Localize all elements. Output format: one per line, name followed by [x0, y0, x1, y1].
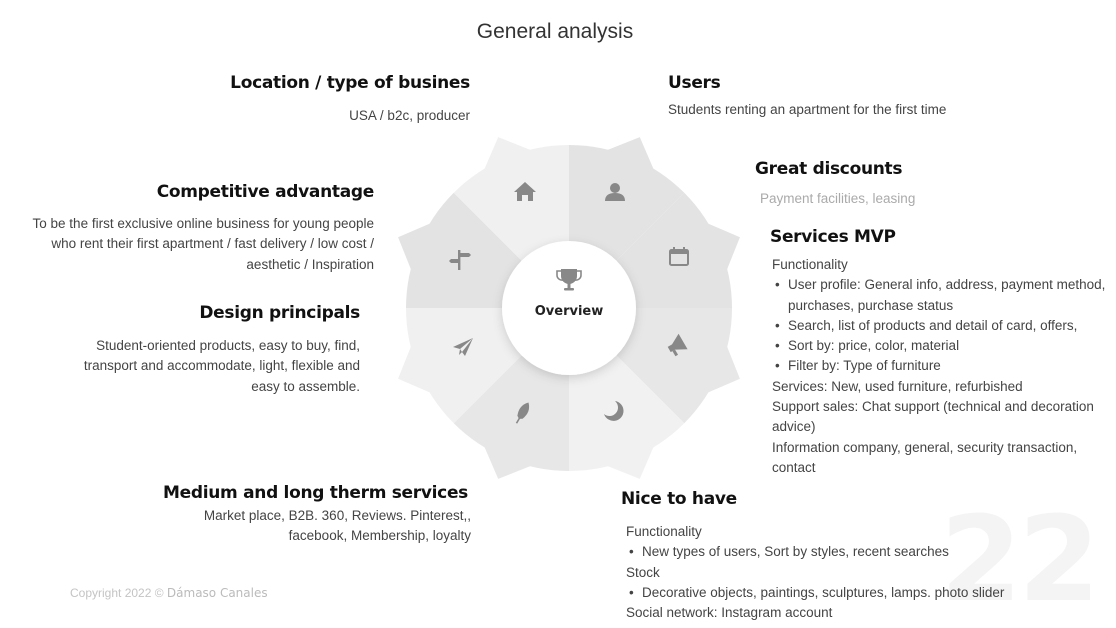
- calendar-icon: [669, 247, 689, 266]
- text-line: easy to assemble.: [251, 378, 360, 394]
- medium-heading: Medium and long therm services: [163, 483, 468, 503]
- nice-bullets: New types of users, Sort by styles, rece…: [626, 542, 1004, 563]
- text-line: Information company, general, security t…: [772, 439, 1078, 475]
- stock-label: Stock: [626, 564, 660, 580]
- discounts-text: Payment facilities, leasing: [760, 191, 916, 206]
- medium-text: Market place, B2B. 360, Reviews. Pintere…: [204, 506, 471, 547]
- page-title: General analysis: [476, 20, 634, 43]
- text-line: Social network: Instagram account: [626, 605, 833, 621]
- functionality-label: Functionality: [626, 524, 702, 539]
- text-line: Services: New, used furniture, refurbish…: [772, 378, 1023, 394]
- functionality-label: Functionality: [772, 257, 848, 272]
- overview-label: Overview: [534, 304, 604, 319]
- text-line: Market place, B2B. 360, Reviews. Pintere…: [203, 508, 471, 523]
- home-icon: [514, 182, 536, 201]
- moon-icon: [604, 401, 624, 421]
- list-item: User profile: General info, address, pay…: [772, 275, 1112, 316]
- signpost-icon: [449, 250, 471, 270]
- text-line: aesthetic / Inspiration: [246, 256, 374, 272]
- services-bullets: User profile: General info, address, pay…: [772, 275, 1112, 377]
- services-heading: Services MVP: [770, 227, 896, 247]
- services-text: Functionality User profile: General info…: [772, 255, 1112, 478]
- nice-bullets: Decorative objects, paintings, sculpture…: [626, 583, 1004, 604]
- text-line: who rent their first apartment / fast de…: [51, 236, 374, 252]
- discounts-heading: Great discounts: [755, 159, 903, 179]
- location-text: USA / b2c, producer: [349, 108, 470, 123]
- location-heading: Location / type of busines: [230, 73, 470, 93]
- center-circle[interactable]: [502, 241, 636, 375]
- list-item: Sort by: price, color, material: [772, 336, 1112, 357]
- list-item: New types of users, Sort by styles, rece…: [626, 542, 1004, 563]
- list-item: Filter by: Type of furniture: [772, 356, 1112, 377]
- user-icon: [605, 183, 625, 201]
- text-line: transport and accommodate, light, flexib…: [83, 358, 360, 374]
- feather-icon: [515, 402, 530, 424]
- design-text: Student-oriented products, easy to buy, …: [84, 336, 360, 397]
- trophy-icon: [556, 269, 582, 291]
- competitive-text: To be the first exclusive online busines…: [33, 214, 374, 275]
- nice-heading: Nice to have: [621, 489, 737, 509]
- paper-plane-icon: [453, 338, 473, 356]
- users-text: Students renting an apartment for the fi…: [668, 102, 947, 117]
- copyright-author: Dámaso Canales: [166, 586, 268, 600]
- nice-text: Functionality New types of users, Sort b…: [626, 522, 1004, 623]
- list-item: Decorative objects, paintings, sculpture…: [626, 583, 1004, 604]
- copyright-prefix: Copyright 2022 ©: [70, 586, 164, 600]
- users-heading: Users: [668, 73, 721, 93]
- text-line: To be the first exclusive online busines…: [32, 216, 374, 231]
- design-heading: Design principals: [199, 303, 360, 323]
- megaphone-icon: [667, 333, 688, 357]
- text-line: Student-oriented products, easy to buy, …: [96, 338, 360, 353]
- list-item: Search, list of products and detail of c…: [772, 316, 1112, 337]
- text-line: Support sales: Chat support (technical a…: [772, 399, 1094, 435]
- competitive-heading: Competitive advantage: [156, 182, 375, 202]
- text-line: facebook, Membership, loyalty: [288, 528, 471, 544]
- copyright: Copyright 2022 © Dámaso Canales: [70, 586, 268, 600]
